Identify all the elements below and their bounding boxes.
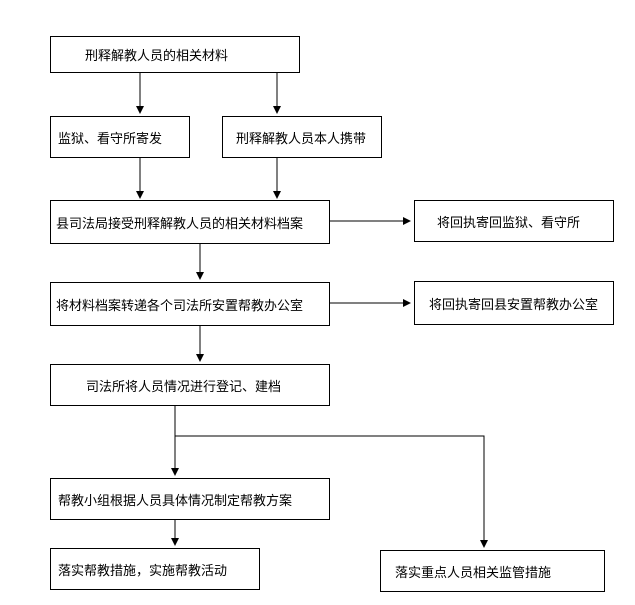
node-implement: 落实帮教措施，实施帮教活动 (50, 548, 260, 590)
node-self-carry-label: 刑释解教人员本人携带 (236, 131, 367, 147)
node-implement-label: 落实帮教措施，实施帮教活动 (58, 563, 228, 579)
node-register-label: 司法所将人员情况进行登记、建档 (86, 379, 282, 395)
node-county-receive-label: 县司法局接受刑释解教人员的相关材料档案 (56, 216, 304, 232)
node-key-monitor-label: 落实重点人员相关监管措施 (395, 565, 552, 581)
node-receipt-prison-label: 将回执寄回监狱、看守所 (437, 215, 581, 231)
node-key-monitor: 落实重点人员相关监管措施 (380, 550, 605, 592)
node-transfer-office: 将材料档案转递各个司法所安置帮教办公室 (50, 282, 330, 326)
edge-register-to-key-monitor (175, 435, 488, 548)
node-prison-mail: 监狱、看守所寄发 (50, 116, 190, 158)
node-plan: 帮教小组根据人员具体情况制定帮教方案 (50, 478, 330, 520)
node-county-receive: 县司法局接受刑释解教人员的相关材料档案 (50, 200, 330, 244)
node-materials-label: 刑释解教人员的相关材料 (85, 49, 229, 64)
node-receipt-county-label: 将回执寄回县安置帮教办公室 (429, 297, 599, 313)
node-prison-mail-label: 监狱、看守所寄发 (58, 131, 163, 147)
node-receipt-county: 将回执寄回县安置帮教办公室 (414, 281, 614, 325)
node-materials: 刑释解教人员的相关材料 (50, 36, 300, 73)
node-self-carry: 刑释解教人员本人携带 (222, 116, 382, 158)
node-transfer-office-label: 将材料档案转递各个司法所安置帮教办公室 (56, 298, 304, 314)
node-receipt-prison: 将回执寄回监狱、看守所 (414, 200, 614, 242)
node-register: 司法所将人员情况进行登记、建档 (50, 364, 330, 406)
node-plan-label: 帮教小组根据人员具体情况制定帮教方案 (58, 493, 293, 509)
